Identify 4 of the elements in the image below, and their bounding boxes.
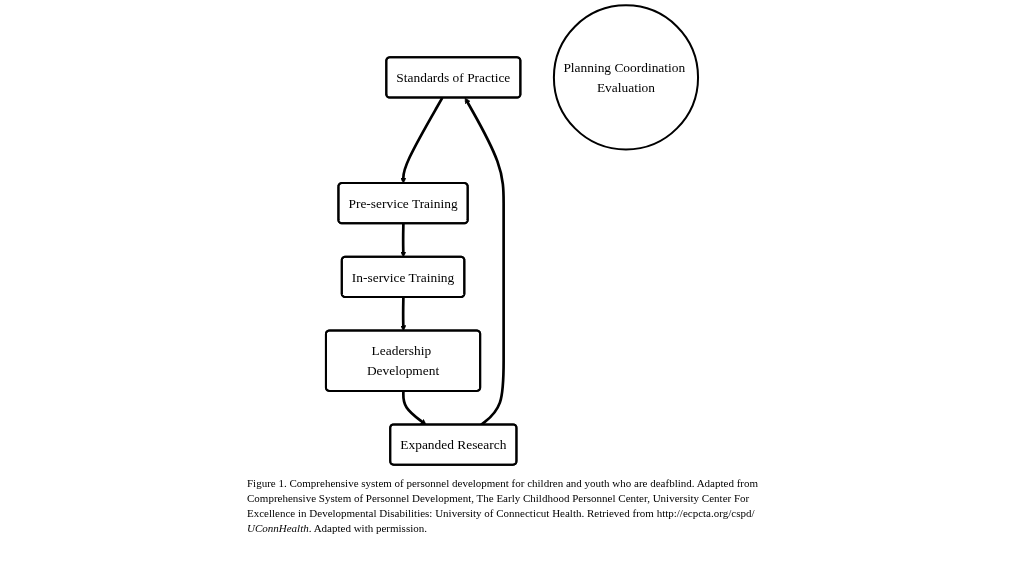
figure-caption: Figure 1. Comprehensive system of personnel development for children and youth who are deafblind. Adapted from Comprehensive System of Personnel Development, The Early Childhood Personnel Center, University Center For Excellence in Developmental Disabilities: University of Connecticut Health. Retrieved from http://ecpcta.org/cspd/ UConnHealth. Adapted with permission. bbox=[247, 476, 760, 536]
arrow bbox=[402, 391, 427, 425]
arrow bbox=[400, 97, 444, 184]
node-circle: Planning Coordination Evaluation bbox=[552, 4, 700, 151]
